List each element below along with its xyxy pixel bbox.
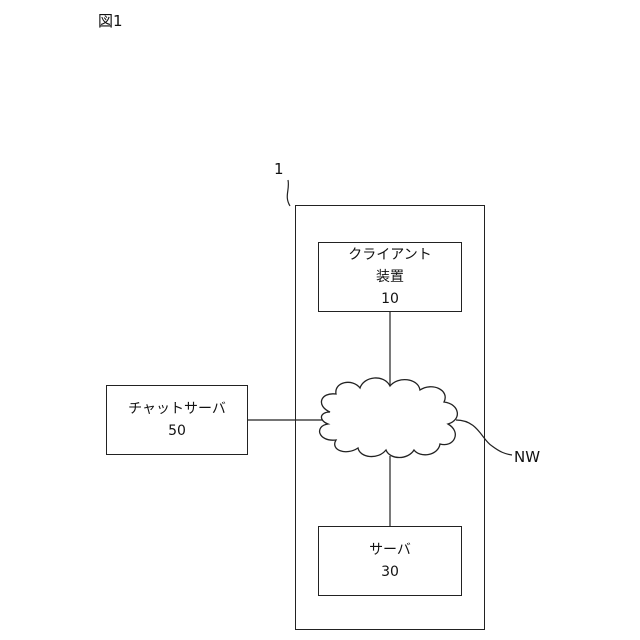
client-device-box: クライアント 装置 10 — [318, 242, 462, 312]
network-cloud — [320, 378, 458, 458]
client-device-name-line2: 装置 — [376, 266, 404, 288]
client-device-ref: 10 — [381, 288, 399, 310]
server-ref: 30 — [381, 561, 399, 583]
system-ref-leader — [287, 180, 290, 206]
client-device-name-line1: クライアント — [348, 244, 431, 266]
system-ref-label: 1 — [274, 160, 284, 178]
chat-server-ref: 50 — [168, 420, 186, 442]
network-ref-label: NW — [514, 448, 540, 466]
chat-server-box: チャットサーバ 50 — [106, 385, 248, 455]
chat-server-name: チャットサーバ — [128, 398, 226, 420]
server-name: サーバ — [369, 539, 411, 561]
network-ref-leader — [456, 420, 512, 455]
server-box: サーバ 30 — [318, 526, 462, 596]
